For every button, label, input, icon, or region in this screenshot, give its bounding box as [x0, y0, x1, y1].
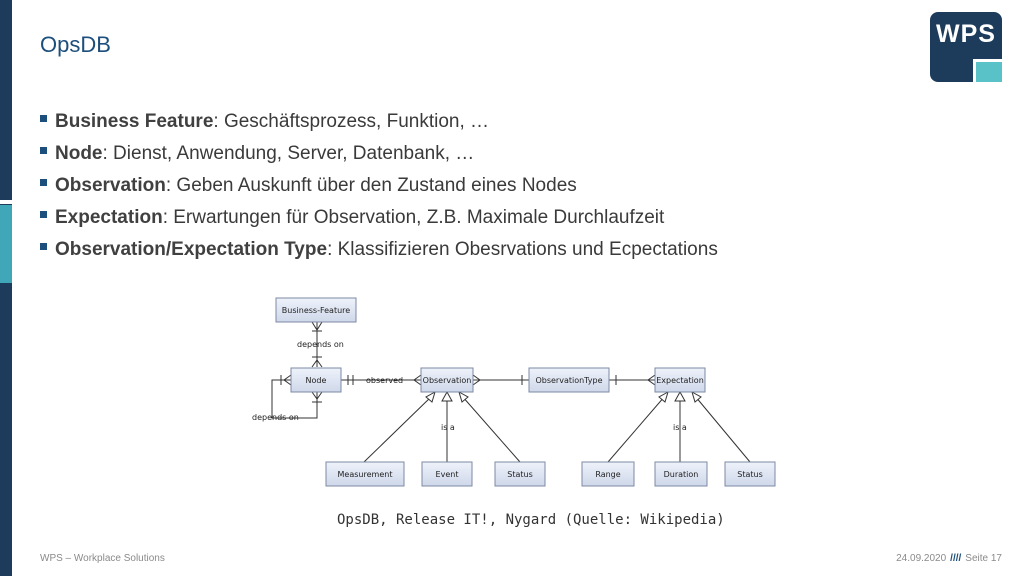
slide-title: OpsDB	[40, 32, 111, 57]
entity-expectation: Expectation	[656, 376, 704, 385]
bullet-term: Node	[55, 143, 103, 164]
footer-separator: ////	[950, 553, 962, 564]
bullet-term: Expectation	[55, 207, 163, 228]
bullet-text: : Erwartungen für Observation, Z.B. Maxi…	[162, 207, 665, 228]
bullet-text: : Klassifizieren Obesrvations und Ecpect…	[327, 239, 718, 260]
opsdb-er-diagram: Business-Feature Node Observation Observ…	[252, 297, 776, 487]
bullet-text: : Geben Auskunft über den Zustand eines …	[165, 175, 577, 196]
entity-business-feature: Business-Feature	[282, 306, 350, 315]
footer-page-info: 24.09.2020////Seite 17	[896, 553, 1002, 564]
bullet-item: Observation: Geben Auskunft über den Zus…	[40, 170, 718, 202]
logo-text: WPS	[936, 20, 996, 48]
bullet-term: Observation	[55, 175, 166, 196]
arrowhead-status-exp	[691, 390, 702, 403]
logo-teal-square	[976, 62, 1002, 82]
bullet-item: Expectation: Erwartungen für Observation…	[40, 202, 718, 234]
entity-observation-type: ObservationType	[535, 376, 602, 385]
crow-foot-node-bottom	[311, 391, 323, 403]
bullet-list: Business Feature: Geschäftsprozess, Funk…	[40, 106, 718, 266]
entity-event-box	[421, 461, 473, 487]
bullet-term: Business Feature	[55, 111, 214, 132]
bullet-term: Observation/Expectation Type	[55, 239, 328, 260]
bullet-text: : Geschäftsprozess, Funktion, …	[213, 111, 490, 132]
bullet-square-icon	[40, 243, 47, 251]
crow-foot-expectation-left	[647, 374, 656, 386]
left-bar-highlight	[0, 205, 12, 283]
isa-measurement	[363, 395, 433, 463]
entity-status-exp-box	[724, 461, 776, 487]
arrowhead-event	[441, 390, 453, 402]
left-accent-bar	[0, 0, 12, 576]
bullet-item: Observation/Expectation Type: Klassifizi…	[40, 234, 718, 266]
footer-page-number: Seite 17	[965, 553, 1002, 564]
bullet-square-icon	[40, 147, 47, 155]
bullet-item: Business Feature: Geschäftsprozess, Funk…	[40, 106, 718, 138]
bullet-square-icon	[40, 179, 47, 187]
arrowhead-measurement	[425, 390, 436, 403]
entity-observation: Observation	[423, 376, 472, 385]
crow-foot-node-right	[347, 375, 354, 385]
entity-range: Range	[595, 470, 620, 479]
wps-logo: WPS	[930, 12, 1002, 82]
edge-node-self	[271, 379, 318, 419]
bullet-text: : Dienst, Anwendung, Server, Datenbank, …	[102, 143, 475, 164]
entity-duration: Duration	[664, 470, 699, 479]
isa-status-obs	[461, 395, 521, 463]
isa-range	[607, 395, 666, 463]
entity-node: Node	[306, 376, 327, 385]
entity-expectation-box	[654, 367, 706, 393]
entity-business-feature-box	[275, 297, 357, 323]
entity-status-obs: Status	[507, 470, 533, 479]
footer-company: WPS – Workplace Solutions	[40, 553, 165, 564]
entity-status-exp: Status	[737, 470, 763, 479]
diagram-caption: OpsDB, Release IT!, Nygard (Quelle: Wiki…	[337, 512, 725, 528]
entity-node-box	[290, 367, 342, 393]
footer-date: 24.09.2020	[896, 553, 947, 564]
entity-event: Event	[436, 470, 459, 479]
crow-foot-node-top	[311, 356, 323, 368]
crow-foot-observation-right	[472, 374, 481, 386]
bullet-square-icon	[40, 115, 47, 123]
bullet-item: Node: Dienst, Anwendung, Server, Datenba…	[40, 138, 718, 170]
arrowhead-range	[658, 390, 669, 403]
bullet-square-icon	[40, 211, 47, 219]
entity-observation-box	[420, 367, 474, 393]
entity-duration-box	[654, 461, 708, 487]
entity-measurement-box	[325, 461, 405, 487]
arrowhead-status-obs	[458, 390, 469, 403]
entity-status-obs-box	[494, 461, 546, 487]
crow-foot-node-left	[280, 374, 292, 386]
crow-foot-observation-left	[413, 374, 422, 386]
left-bar-divider	[0, 200, 12, 204]
entity-observation-type-box	[528, 367, 610, 393]
label-observed: observed	[366, 376, 403, 385]
crow-foot-feature	[311, 321, 323, 332]
label-is-a-expectation: is a	[673, 423, 687, 432]
label-is-a-observation: is a	[441, 423, 455, 432]
arrowhead-duration	[674, 390, 686, 402]
label-depends-on-top: depends on	[297, 340, 344, 349]
isa-status-exp	[694, 395, 751, 463]
entity-measurement: Measurement	[338, 470, 393, 479]
label-depends-on-self: depends on	[252, 413, 299, 422]
entity-range-box	[581, 461, 635, 487]
